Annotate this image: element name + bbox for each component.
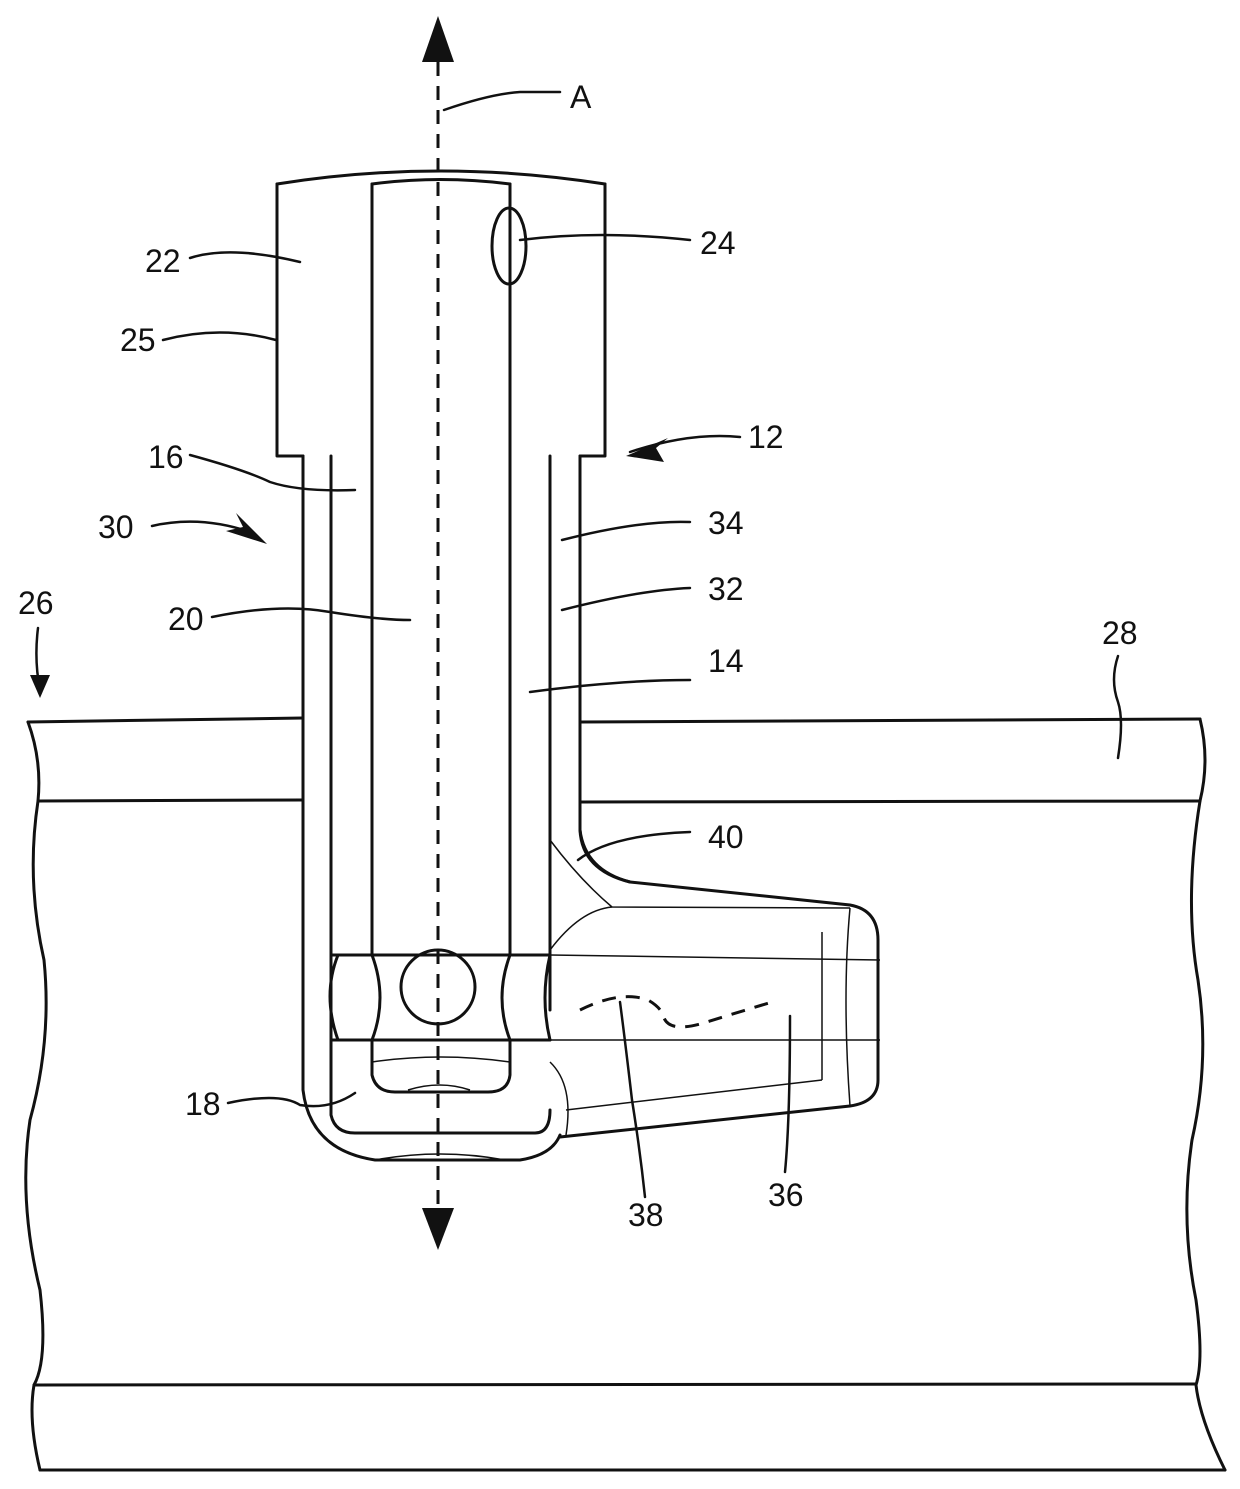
label-40: 40 <box>708 819 744 855</box>
label-36: 36 <box>768 1177 804 1213</box>
label-26: 26 <box>18 585 54 621</box>
arrow-30 <box>226 513 267 544</box>
leader-lines <box>30 92 1121 1197</box>
label-14: 14 <box>708 643 744 679</box>
label-20: 20 <box>168 601 204 637</box>
label-18: 18 <box>185 1086 221 1122</box>
label-a: A <box>570 79 592 115</box>
stud-assembly-12 <box>277 171 630 1160</box>
axis-arrow-up <box>422 16 454 62</box>
reference-labels: A 22 24 25 12 16 30 34 32 26 20 28 14 40… <box>18 79 1138 1233</box>
axis-a <box>422 16 454 1250</box>
label-32: 32 <box>708 571 744 607</box>
arrow-26 <box>30 675 50 698</box>
label-38: 38 <box>628 1197 664 1233</box>
label-25: 25 <box>120 322 156 358</box>
label-16: 16 <box>148 439 184 475</box>
label-12: 12 <box>748 419 784 455</box>
label-28: 28 <box>1102 615 1138 651</box>
label-30: 30 <box>98 509 134 545</box>
axis-arrow-down <box>422 1208 454 1250</box>
label-24: 24 <box>700 225 736 261</box>
barb-36 <box>550 830 880 1137</box>
label-22: 22 <box>145 243 181 279</box>
label-34: 34 <box>708 505 744 541</box>
